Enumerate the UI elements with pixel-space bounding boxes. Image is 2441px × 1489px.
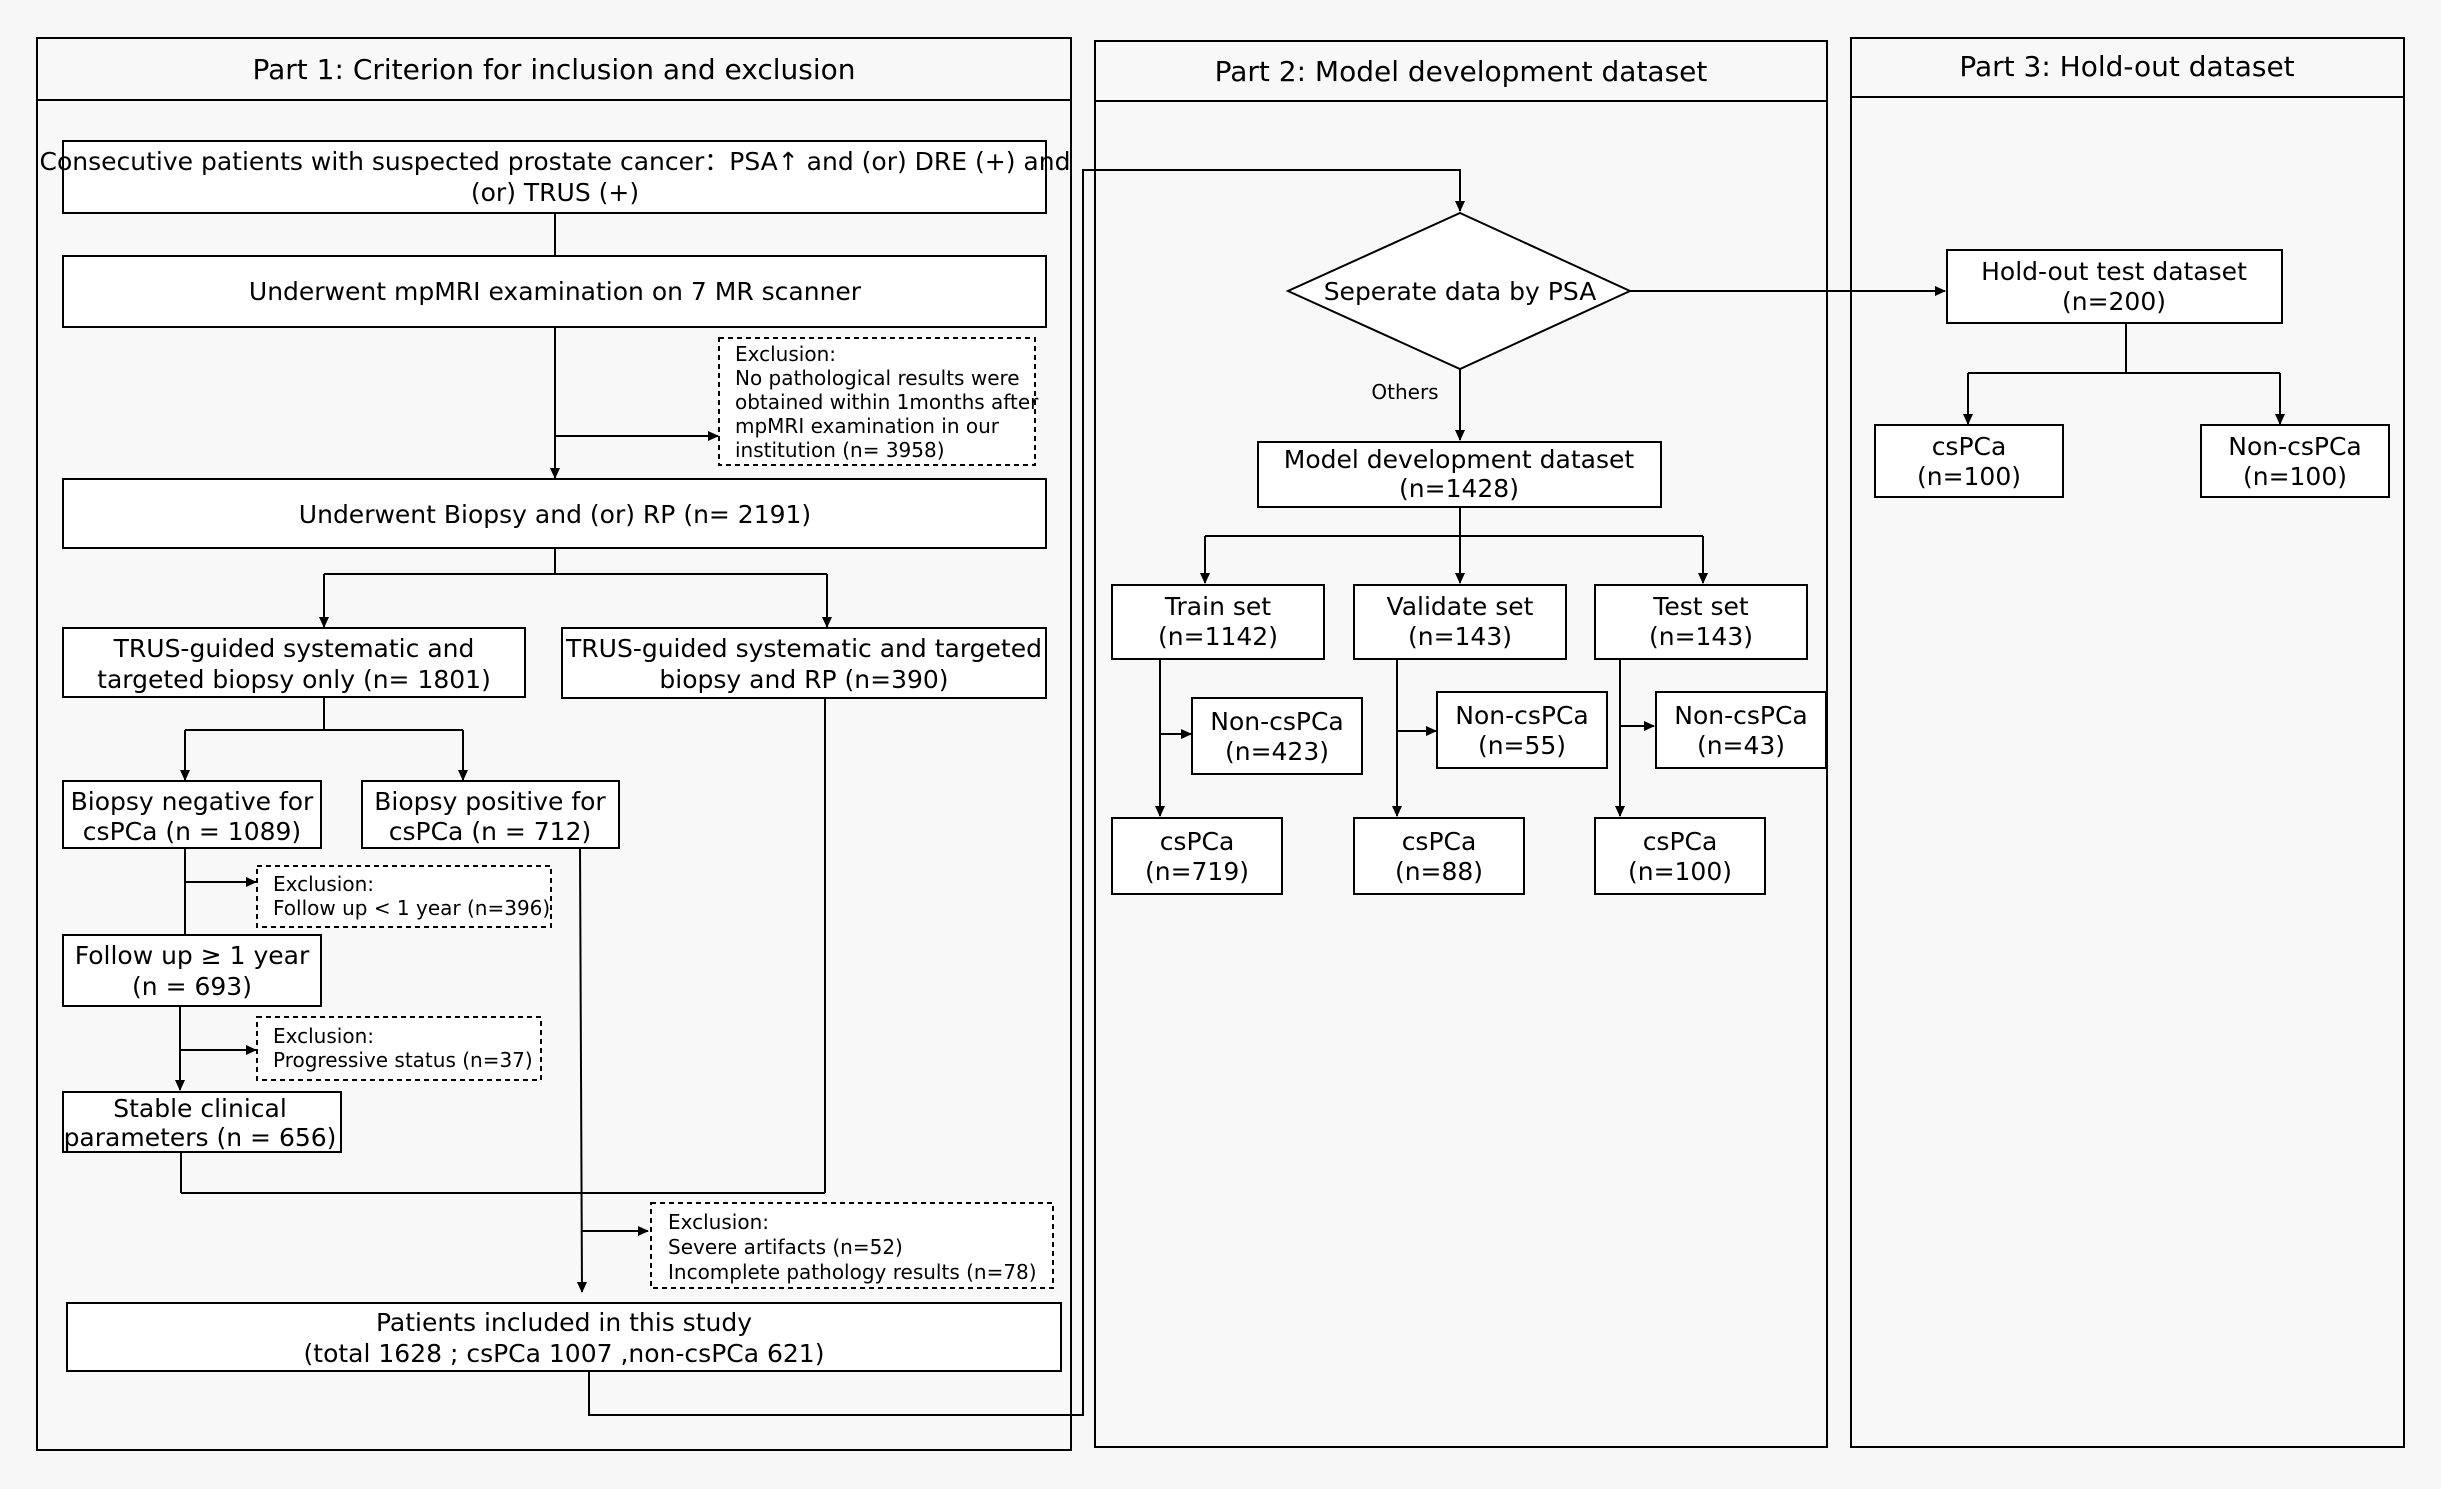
trus-only-line1: TRUS-guided systematic and	[113, 634, 475, 663]
biopsy-negative-box: Biopsy negative for csPCa (n = 1089)	[62, 780, 322, 849]
consecutive-patients-line1: Consecutive patients with suspected pros…	[40, 147, 1071, 176]
exclusion-followup-line2: Follow up < 1 year (n=396)	[273, 896, 550, 920]
exclusion-progressive-box: Exclusion: Progressive status (n=37)	[256, 1016, 542, 1081]
train-non-cspca-line1: Non-csPCa	[1210, 707, 1343, 736]
train-cspca-line1: csPCa	[1160, 827, 1235, 856]
followup-box: Follow up ≥ 1 year (n = 693)	[62, 934, 322, 1007]
biopsy-negative-line1: Biopsy negative for	[71, 787, 314, 816]
holdout-cspca-line2: (n=100)	[1917, 462, 2021, 491]
validate-non-cspca-line1: Non-csPCa	[1455, 701, 1588, 730]
stable-line2: parameters (n = 656)	[64, 1123, 337, 1152]
decision-text: Seperate data by PSA	[1324, 277, 1597, 306]
validate-set-line1: Validate set	[1387, 592, 1534, 621]
biopsy-rp-text: Underwent Biopsy and (or) RP (n= 2191)	[299, 500, 811, 529]
followup-line1: Follow up ≥ 1 year	[75, 941, 310, 970]
holdout-box: Hold-out test dataset (n=200)	[1946, 249, 2283, 324]
biopsy-positive-line2: csPCa (n = 712)	[389, 817, 591, 846]
exclusion-mri-line5: institution (n= 3958)	[735, 438, 945, 462]
biopsy-positive-box: Biopsy positive for csPCa (n = 712)	[361, 780, 620, 849]
train-non-cspca-line2: (n=423)	[1225, 737, 1329, 766]
test-set-box: Test set (n=143)	[1594, 584, 1808, 660]
model-dev-line1: Model development dataset	[1284, 445, 1635, 474]
validate-set-box: Validate set (n=143)	[1353, 584, 1567, 660]
biopsy-positive-line1: Biopsy positive for	[374, 787, 606, 816]
test-non-cspca-line1: Non-csPCa	[1674, 701, 1807, 730]
included-line1: Patients included in this study	[376, 1308, 752, 1337]
exclusion-followup-line1: Exclusion:	[273, 872, 374, 896]
test-cspca-line2: (n=100)	[1628, 857, 1732, 886]
part1-connectors	[175, 169, 1465, 1416]
trus-rp-line1: TRUS-guided systematic and targeted	[565, 634, 1042, 663]
panel-part2-title: Part 2: Model development dataset	[1215, 55, 1708, 88]
test-set-line1: Test set	[1652, 592, 1749, 621]
stable-line1: Stable clinical	[113, 1094, 287, 1123]
exclusion-progressive-line1: Exclusion:	[273, 1024, 374, 1048]
stable-box: Stable clinical parameters (n = 656)	[62, 1091, 342, 1153]
exclusion-artifacts-box: Exclusion: Severe artifacts (n=52) Incom…	[650, 1202, 1054, 1289]
train-set-line1: Train set	[1164, 592, 1271, 621]
included-box: Patients included in this study (total 1…	[66, 1302, 1062, 1372]
holdout-non-cspca-line2: (n=100)	[2243, 462, 2347, 491]
exclusion-artifacts-line1: Exclusion:	[668, 1210, 769, 1234]
separate-by-psa-decision: Seperate data by PSA	[1285, 211, 1633, 371]
others-label: Others	[1371, 380, 1438, 404]
train-cspca-line2: (n=719)	[1145, 857, 1249, 886]
exclusion-mri-line1: Exclusion:	[735, 342, 836, 366]
model-dev-line2: (n=1428)	[1399, 474, 1519, 503]
holdout-line1: Hold-out test dataset	[1981, 257, 2247, 286]
test-cspca-line1: csPCa	[1643, 827, 1718, 856]
train-set-line2: (n=1142)	[1158, 622, 1278, 651]
model-dev-box: Model development dataset (n=1428)	[1257, 441, 1662, 508]
train-cspca-box: csPCa (n=719)	[1111, 817, 1283, 895]
trus-only-box: TRUS-guided systematic and targeted biop…	[62, 627, 526, 698]
validate-set-line2: (n=143)	[1408, 622, 1512, 651]
holdout-cspca-line1: csPCa	[1932, 432, 2007, 461]
mpmri-box: Underwent mpMRI examination on 7 MR scan…	[62, 255, 1047, 328]
included-line2: (total 1628 ; csPCa 1007 ,non-csPCa 621)	[304, 1339, 825, 1368]
holdout-line2: (n=200)	[2062, 287, 2166, 316]
exclusion-mri-line4: mpMRI examination in our	[735, 414, 1000, 438]
consecutive-patients-box: Consecutive patients with suspected pros…	[40, 140, 1071, 214]
mpmri-text: Underwent mpMRI examination on 7 MR scan…	[249, 277, 862, 306]
holdout-cspca-box: csPCa (n=100)	[1874, 424, 2064, 498]
test-set-line2: (n=143)	[1649, 622, 1753, 651]
exclusion-artifacts-line2: Severe artifacts (n=52)	[668, 1235, 903, 1259]
biopsy-rp-box: Underwent Biopsy and (or) RP (n= 2191)	[62, 478, 1047, 549]
exclusion-mri-line3: obtained within 1months after	[735, 390, 1039, 414]
panel-part3-title: Part 3: Hold-out dataset	[1959, 50, 2294, 83]
exclusion-mri-box: Exclusion: No pathological results were …	[718, 337, 1039, 466]
holdout-non-cspca-line1: Non-csPCa	[2228, 432, 2361, 461]
test-non-cspca-line2: (n=43)	[1697, 731, 1785, 760]
panel-part1-title: Part 1: Criterion for inclusion and excl…	[253, 53, 856, 86]
train-non-cspca-box: Non-csPCa (n=423)	[1191, 697, 1363, 775]
train-set-box: Train set (n=1142)	[1111, 584, 1325, 660]
validate-cspca-line1: csPCa	[1402, 827, 1477, 856]
validate-non-cspca-box: Non-csPCa (n=55)	[1436, 691, 1608, 769]
exclusion-artifacts-line3: Incomplete pathology results (n=78)	[668, 1260, 1037, 1284]
consecutive-patients-line2: (or) TRUS (+)	[471, 178, 639, 207]
test-cspca-box: csPCa (n=100)	[1594, 817, 1766, 895]
test-non-cspca-box: Non-csPCa (n=43)	[1655, 691, 1827, 769]
trus-rp-box: TRUS-guided systematic and targeted biop…	[561, 627, 1047, 699]
exclusion-mri-line2: No pathological results were	[735, 366, 1020, 390]
followup-line2: (n = 693)	[132, 972, 252, 1001]
trus-only-line2: targeted biopsy only (n= 1801)	[97, 665, 491, 694]
validate-cspca-line2: (n=88)	[1395, 857, 1483, 886]
part2-connectors	[1155, 286, 1946, 817]
holdout-non-cspca-box: Non-csPCa (n=100)	[2200, 424, 2390, 498]
validate-non-cspca-line2: (n=55)	[1478, 731, 1566, 760]
validate-cspca-box: csPCa (n=88)	[1353, 817, 1525, 895]
trus-rp-line2: biopsy and RP (n=390)	[659, 665, 948, 694]
part3-connectors	[1963, 323, 2285, 425]
exclusion-followup-box: Exclusion: Follow up < 1 year (n=396)	[256, 865, 552, 928]
biopsy-negative-line2: csPCa (n = 1089)	[83, 817, 301, 846]
exclusion-progressive-line2: Progressive status (n=37)	[273, 1048, 533, 1072]
